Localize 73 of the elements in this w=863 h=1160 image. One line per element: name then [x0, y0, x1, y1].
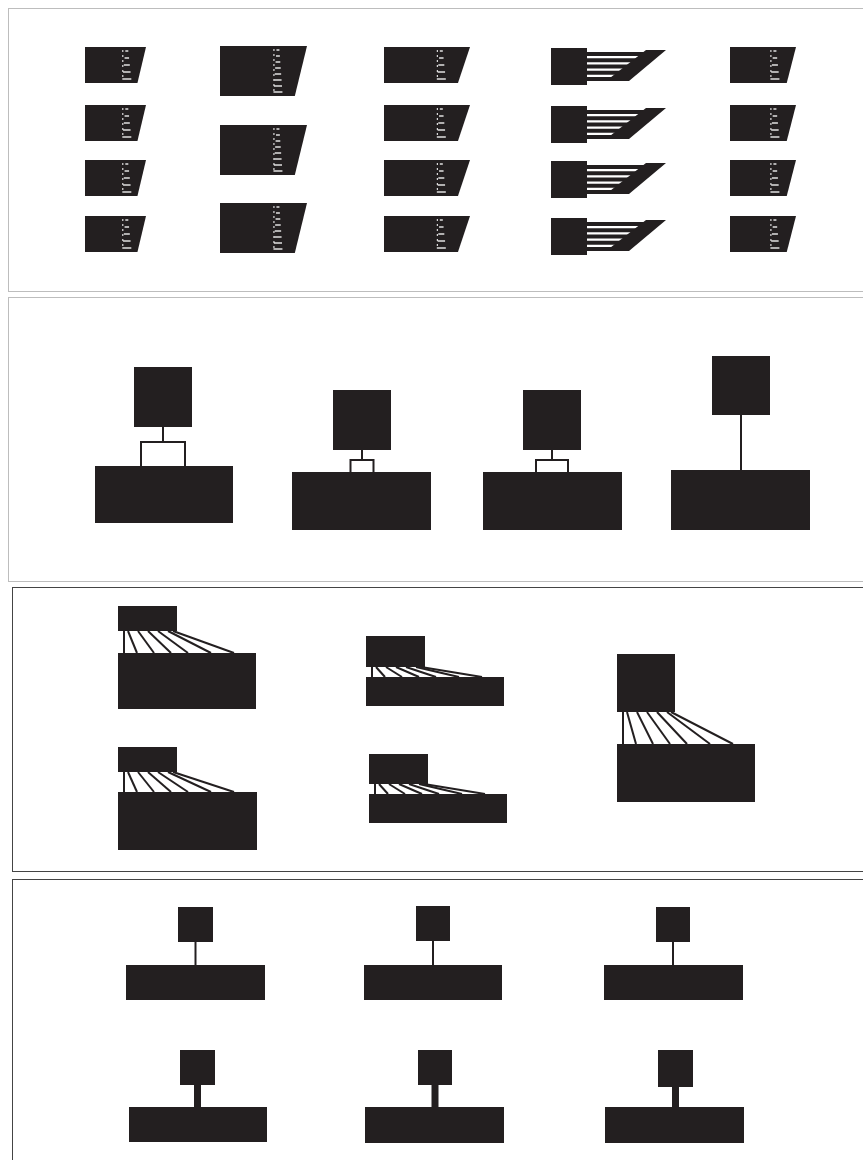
- connector-line: [670, 711, 734, 745]
- connector-line: [622, 711, 624, 745]
- connector-line: [408, 783, 440, 795]
- base-block: [671, 470, 810, 530]
- square-block: [180, 1050, 215, 1085]
- base-block: [365, 1107, 504, 1143]
- square-block: [333, 390, 391, 450]
- connector-line: [378, 783, 389, 795]
- square-block: [712, 356, 770, 415]
- connector-line: [147, 771, 172, 793]
- base-block: [617, 744, 755, 802]
- connector-line: [431, 1085, 439, 1107]
- base-block: [95, 466, 233, 523]
- connector-line: [385, 666, 403, 678]
- connector-line: [123, 771, 125, 793]
- base-block: [118, 792, 257, 850]
- top-block: [366, 636, 425, 667]
- square-block: [658, 1050, 693, 1087]
- connector-line: [349, 449, 375, 473]
- connector-line: [127, 771, 138, 793]
- square-block: [416, 906, 450, 941]
- top-block: [369, 754, 428, 784]
- connector-line: [666, 711, 711, 745]
- connector-line: [646, 711, 671, 745]
- base-block: [292, 472, 431, 530]
- connector-line: [140, 426, 186, 467]
- connector-line: [137, 771, 155, 793]
- connector-line: [194, 941, 197, 966]
- square-block: [523, 390, 581, 450]
- connector-line: [395, 666, 420, 678]
- connector-line: [405, 666, 437, 678]
- connector-line: [656, 711, 688, 745]
- connector-line: [172, 771, 235, 793]
- connector-line: [194, 1085, 201, 1107]
- connector-line: [418, 783, 463, 795]
- square-block: [134, 367, 192, 427]
- base-block: [366, 677, 504, 706]
- top-block: [617, 654, 675, 712]
- square-block: [418, 1050, 452, 1085]
- connector-line: [371, 666, 373, 678]
- top-block: [118, 606, 177, 631]
- connector-line: [172, 630, 235, 654]
- base-block: [364, 965, 502, 1000]
- connector-line: [535, 449, 569, 473]
- connector-line: [375, 666, 386, 678]
- connector-line: [672, 941, 674, 966]
- base-block: [129, 1107, 267, 1142]
- connector-line: [672, 1087, 679, 1107]
- base-block: [605, 1107, 744, 1143]
- connector-line: [626, 711, 637, 745]
- connector-line: [123, 630, 125, 654]
- connector-line: [740, 414, 742, 471]
- square-block: [656, 907, 690, 942]
- base-block: [126, 965, 265, 1000]
- connector-line: [388, 783, 406, 795]
- connector-line: [147, 630, 172, 654]
- connector-line: [415, 666, 460, 678]
- connector-line: [157, 630, 189, 654]
- connector-line: [636, 711, 654, 745]
- base-block: [604, 965, 743, 1000]
- top-block: [118, 747, 177, 772]
- connector-line: [432, 940, 434, 966]
- connector-line: [167, 771, 212, 793]
- connector-line: [398, 783, 423, 795]
- base-block: [369, 794, 507, 823]
- connector-line: [127, 630, 138, 654]
- base-block: [483, 472, 622, 530]
- connector-line: [374, 783, 376, 795]
- connector-line: [167, 630, 212, 654]
- base-block: [118, 653, 256, 709]
- connector-line: [137, 630, 155, 654]
- connector-line: [157, 771, 189, 793]
- square-block: [178, 907, 213, 942]
